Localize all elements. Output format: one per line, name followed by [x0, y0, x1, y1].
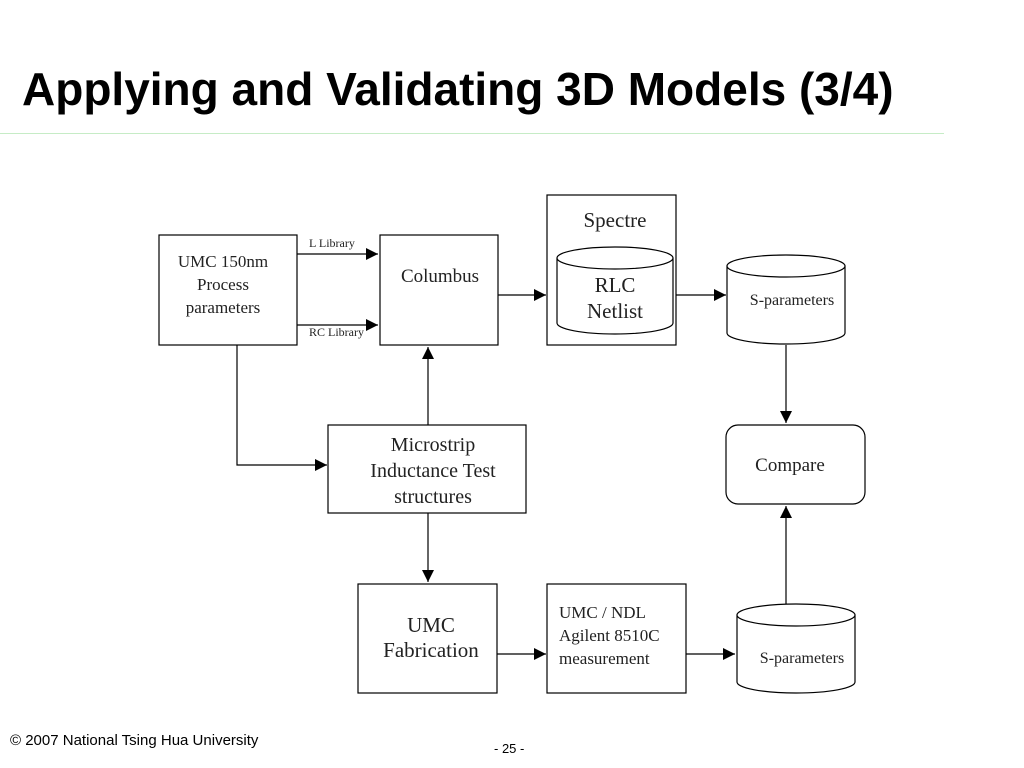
measurement-line2: Agilent 8510C	[559, 626, 660, 645]
columbus-box: Columbus	[379, 234, 499, 346]
sparams-meas-label: S-parameters	[760, 650, 844, 667]
process-parameters-box: UMC 150nm Process parameters	[158, 234, 298, 346]
compare-label: Compare	[755, 455, 825, 476]
page-number: - 25 -	[494, 741, 525, 756]
rc-library-label: RC Library	[309, 325, 364, 339]
sparams-simulated-cylinder: S-parameters	[726, 254, 846, 345]
process-to-microstrip-arrow	[236, 345, 327, 471]
sparams-sim-label: S-parameters	[750, 292, 834, 309]
title-underline	[0, 133, 944, 134]
microstrip-box: Microstrip Inductance Test structures	[327, 424, 527, 514]
measurement-box: UMC / NDL Agilent 8510C measurement	[546, 583, 687, 694]
process-line2: Process	[197, 275, 249, 294]
l-library-label: L Library	[309, 236, 355, 250]
microstrip-line1: Microstrip	[391, 434, 475, 456]
slide-title: Applying and Validating 3D Models (3/4)	[22, 63, 894, 115]
fabrication-box: UMC Fabrication	[357, 583, 498, 694]
spectre-label: Spectre	[584, 208, 647, 232]
rlc-line2: Netlist	[587, 299, 643, 323]
columbus-label: Columbus	[401, 266, 479, 287]
process-line1: UMC 150nm	[178, 252, 268, 271]
rlc-line1: RLC	[595, 273, 636, 297]
microstrip-line2: Inductance Test	[370, 460, 496, 482]
measurement-line3: measurement	[559, 649, 650, 668]
microstrip-line3: structures	[394, 486, 472, 508]
fabrication-line2: Fabrication	[383, 638, 479, 662]
measurement-line1: UMC / NDL	[559, 603, 646, 622]
process-line3: parameters	[186, 298, 261, 317]
footer-copyright: © 2007 National Tsing Hua University	[10, 732, 259, 749]
compare-box: Compare	[725, 424, 866, 505]
rlc-netlist-cylinder: RLC Netlist	[556, 246, 674, 335]
fabrication-line1: UMC	[407, 613, 455, 637]
sparams-measured-cylinder: S-parameters	[736, 603, 856, 694]
